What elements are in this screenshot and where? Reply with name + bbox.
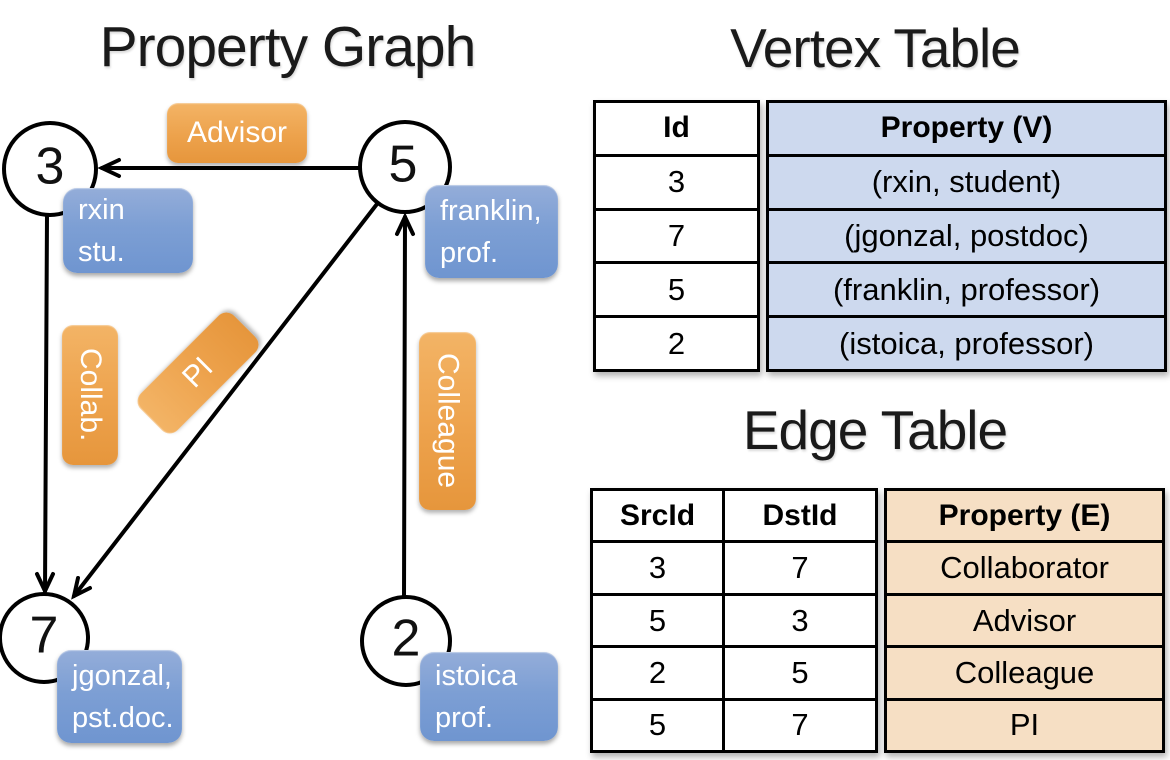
vertex-property-line: stu. <box>78 235 125 268</box>
vertex-table-title: Vertex Table <box>730 17 1021 79</box>
table-cell: (jgonzal, postdoc) <box>844 217 1089 253</box>
vertex-property-box-7: jgonzal, pst.doc. <box>57 650 182 743</box>
vertex-table-id-column: Id 3 7 5 2 <box>593 100 760 372</box>
vertex-property-box-5: franklin, prof. <box>425 185 558 278</box>
arrowhead-colleague <box>395 212 415 236</box>
table-cell: 2 <box>648 654 667 690</box>
vertex-table-header-property: Property (V) <box>880 111 1053 145</box>
edge-table-id-columns: SrcId DstId 3 7 5 3 2 5 5 7 <box>590 488 878 753</box>
vertex-table-header-id: Id <box>663 111 690 145</box>
vertex-property-line: prof. <box>440 236 499 269</box>
table-cell: Colleague <box>954 654 1095 690</box>
table-cell: 3 <box>667 164 686 200</box>
edge-table-title: Edge Table <box>742 399 1008 461</box>
vertex-table-property-column: Property (V) (rxin, student) (jgonzal, p… <box>766 100 1167 372</box>
vertex-property-line: franklin, <box>440 195 542 228</box>
edge-line-colleague <box>402 215 407 600</box>
vertex-property-box-3: rxin stu. <box>63 188 193 273</box>
edge-label-collab: Collab. <box>62 325 118 465</box>
vertex-id-3: 3 <box>35 137 65 196</box>
table-cell: 2 <box>667 325 686 361</box>
table-cell: (rxin, student) <box>871 164 1062 200</box>
vertex-id-5: 5 <box>388 135 418 194</box>
edge-table-property-column: Property (E) Collaborator Advisor Collea… <box>884 488 1165 753</box>
vertex-property-line: pst.doc. <box>72 701 174 734</box>
table-cell: 5 <box>667 271 686 307</box>
vertex-property-line: rxin <box>78 194 125 227</box>
table-cell: 5 <box>722 648 875 698</box>
vertex-property-line: jgonzal, <box>72 660 172 693</box>
table-cell: 5 <box>648 602 667 638</box>
table-cell: 3 <box>722 595 875 646</box>
table-cell: (istoica, professor) <box>839 325 1094 361</box>
vertex-property-box-2: istoica prof. <box>420 652 558 741</box>
edge-label-advisor: Advisor <box>167 103 307 163</box>
edge-table-header-dstid: DstId <box>722 491 875 541</box>
table-cell: 7 <box>667 217 686 253</box>
table-cell: 3 <box>648 550 667 586</box>
table-cell: Advisor <box>972 602 1077 638</box>
table-cell: (franklin, professor) <box>832 271 1101 307</box>
arrowhead-advisor <box>97 158 121 178</box>
table-cell: Collaborator <box>940 550 1109 586</box>
table-cell: 7 <box>722 700 875 751</box>
edge-table-header-property: Property (E) <box>938 498 1111 532</box>
vertex-id-2: 2 <box>391 609 421 668</box>
table-cell: PI <box>1009 707 1040 743</box>
arrowhead-pi <box>71 576 92 600</box>
edge-label-colleague: Colleague <box>419 332 476 510</box>
vertex-property-line: prof. <box>435 701 494 734</box>
table-cell: 7 <box>722 543 875 593</box>
table-cell: 5 <box>648 707 667 743</box>
vertex-property-line: istoica <box>435 660 518 693</box>
edge-table-header-srcid: SrcId <box>619 498 696 532</box>
property-graph-title: Property Graph <box>99 15 477 79</box>
edge-line-collab <box>43 213 49 593</box>
edge-line-pi <box>72 202 379 598</box>
arrowhead-collab <box>35 572 55 596</box>
vertex-id-7: 7 <box>29 606 59 665</box>
